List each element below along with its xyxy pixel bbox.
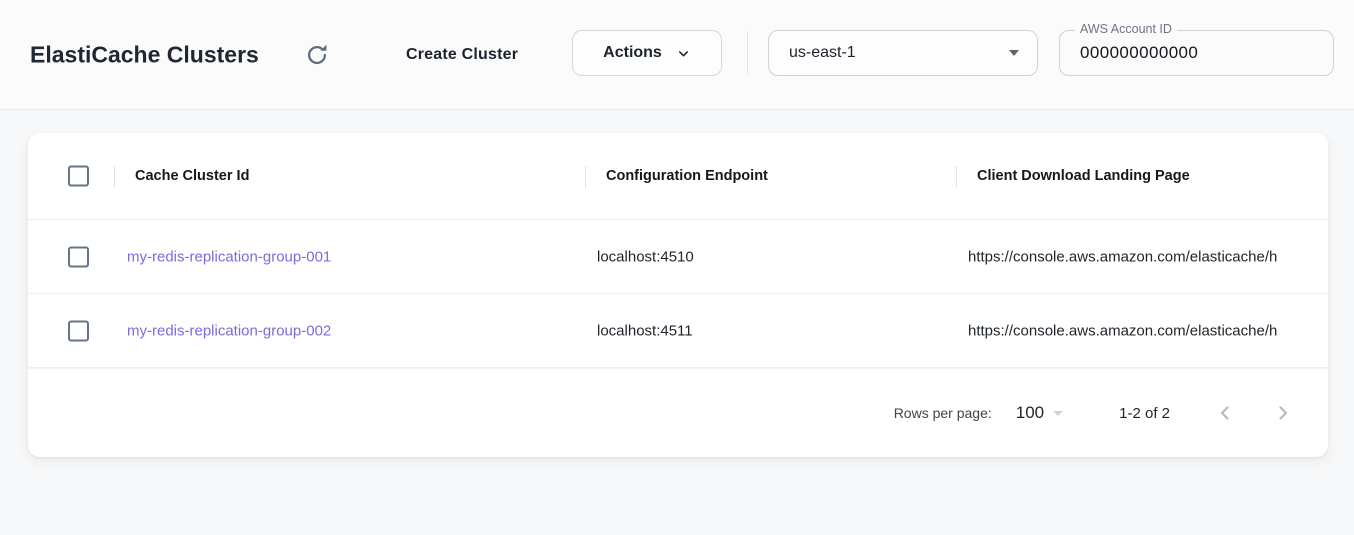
table-row[interactable]: my-redis-replication-group-001 localhost…: [28, 220, 1328, 294]
dropdown-arrow-icon: [1053, 410, 1064, 416]
configuration-endpoint-cell: localhost:4510: [597, 248, 694, 265]
actions-button[interactable]: Actions: [572, 30, 722, 76]
refresh-icon: [304, 42, 330, 68]
chevron-down-icon: [676, 46, 691, 61]
cluster-id-link[interactable]: my-redis-replication-group-001: [127, 248, 332, 265]
column-header-configuration-endpoint[interactable]: Configuration Endpoint: [606, 168, 768, 184]
pagination-range-label: 1-2 of 2: [1119, 404, 1170, 422]
row-checkbox[interactable]: [68, 320, 89, 341]
chevron-left-icon: [1213, 401, 1237, 425]
region-selected-value: us-east-1: [789, 44, 856, 61]
chevron-right-icon: [1271, 401, 1295, 425]
pagination-bar: Rows per page: 100 1-2 of 2: [28, 368, 1328, 457]
region-select[interactable]: us-east-1: [768, 30, 1038, 76]
aws-account-id-label: AWS Account ID: [1075, 22, 1177, 36]
aws-account-id-input[interactable]: [1060, 31, 1333, 75]
refresh-button[interactable]: [299, 37, 335, 73]
rows-per-page-label: Rows per page:: [893, 405, 992, 421]
row-checkbox[interactable]: [68, 246, 89, 267]
rows-per-page-value: 100: [1015, 403, 1045, 422]
actions-button-label: Actions: [603, 44, 662, 61]
column-separator: [956, 166, 957, 188]
configuration-endpoint-cell: localhost:4511: [597, 322, 693, 339]
page-title: ElastiCache Clusters: [30, 41, 259, 67]
column-header-cache-cluster-id[interactable]: Cache Cluster Id: [135, 168, 250, 184]
landing-page-cell: https://console.aws.amazon.com/elasticac…: [968, 248, 1278, 265]
column-separator: [114, 166, 115, 188]
toolbar-divider: [747, 31, 748, 75]
select-all-checkbox[interactable]: [68, 165, 89, 187]
rows-per-page-select[interactable]: 100: [1015, 403, 1064, 423]
cluster-id-link[interactable]: my-redis-replication-group-002: [127, 322, 332, 339]
aws-account-id-field: AWS Account ID: [1059, 22, 1334, 76]
table-header-row: Cache Cluster Id Configuration Endpoint …: [28, 133, 1328, 220]
top-toolbar: ElastiCache Clusters Create Cluster Acti…: [0, 0, 1354, 110]
next-page-button[interactable]: [1268, 398, 1298, 428]
create-cluster-button[interactable]: Create Cluster: [406, 45, 519, 63]
dropdown-arrow-icon: [1009, 50, 1019, 56]
prev-page-button[interactable]: [1210, 398, 1240, 428]
clusters-card: Cache Cluster Id Configuration Endpoint …: [28, 133, 1328, 457]
table-row[interactable]: my-redis-replication-group-002 localhost…: [28, 294, 1328, 368]
column-header-client-download-landing-page[interactable]: Client Download Landing Page: [977, 168, 1190, 184]
column-separator: [585, 166, 586, 188]
landing-page-cell: https://console.aws.amazon.com/elasticac…: [968, 322, 1278, 339]
